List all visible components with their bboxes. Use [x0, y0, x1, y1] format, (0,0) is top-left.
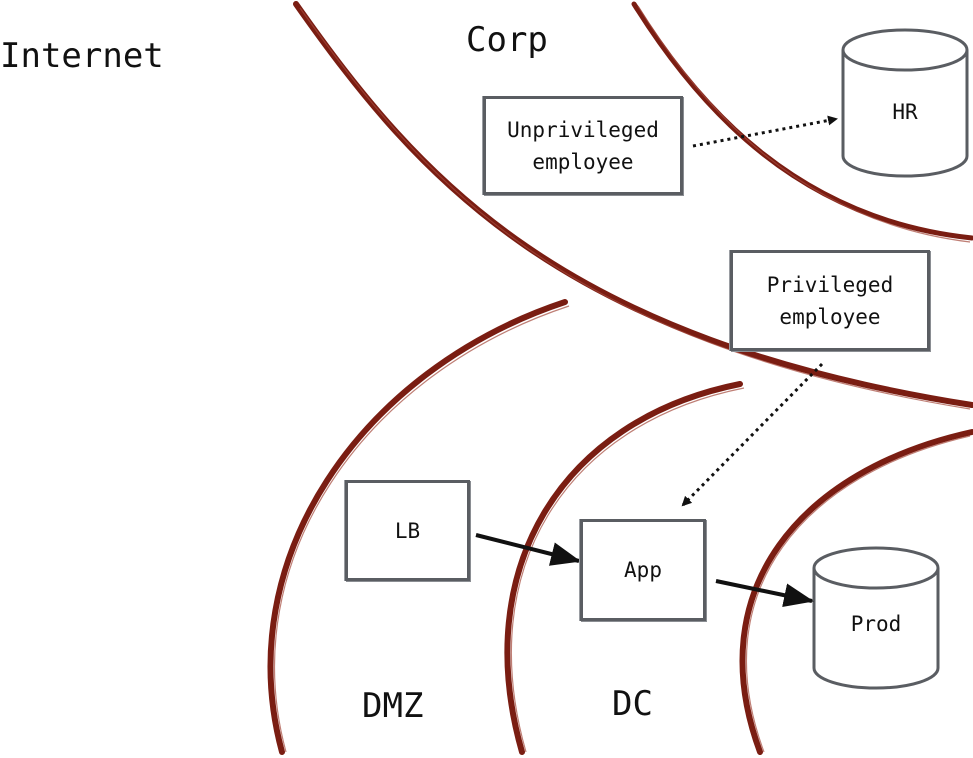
zone-label-dc: DC — [612, 684, 653, 724]
boundary-dc-prod — [739, 429, 973, 755]
unprivileged-employee-label-line1: Unprivileged — [507, 117, 659, 142]
privileged-employee-label-line1: Privileged — [766, 272, 894, 297]
privileged-to-app-arrow — [681, 362, 824, 507]
app-to-prod-arrow — [715, 579, 814, 608]
prod-database-icon — [812, 546, 940, 690]
privileged-employee-box: Privileged employee — [730, 250, 930, 351]
app-label: App — [624, 558, 662, 582]
lb-label: LB — [394, 518, 421, 543]
zone-label-internet: Internet — [0, 36, 164, 76]
unprivileged-employee-label-line2: employee — [532, 149, 634, 174]
zone-label-dmz: DMZ — [362, 686, 424, 726]
app-box: App — [580, 519, 706, 621]
hr-database-icon — [841, 28, 969, 178]
unprivileged-employee-box: Unprivileged employee — [483, 96, 683, 195]
boundary-dmz-dc — [504, 381, 743, 755]
prod-database-label: Prod — [850, 612, 902, 636]
hr-database-label: HR — [892, 100, 918, 124]
zone-label-corp: Corp — [466, 20, 548, 60]
lb-box: LB — [345, 480, 470, 581]
boundary-internet-corp — [293, 1, 973, 408]
boundary-internet-dmz — [267, 299, 568, 755]
privileged-employee-label-line2: employee — [779, 304, 881, 329]
lb-to-app-arrow — [475, 533, 581, 566]
unprivileged-to-hr-arrow — [692, 115, 838, 148]
